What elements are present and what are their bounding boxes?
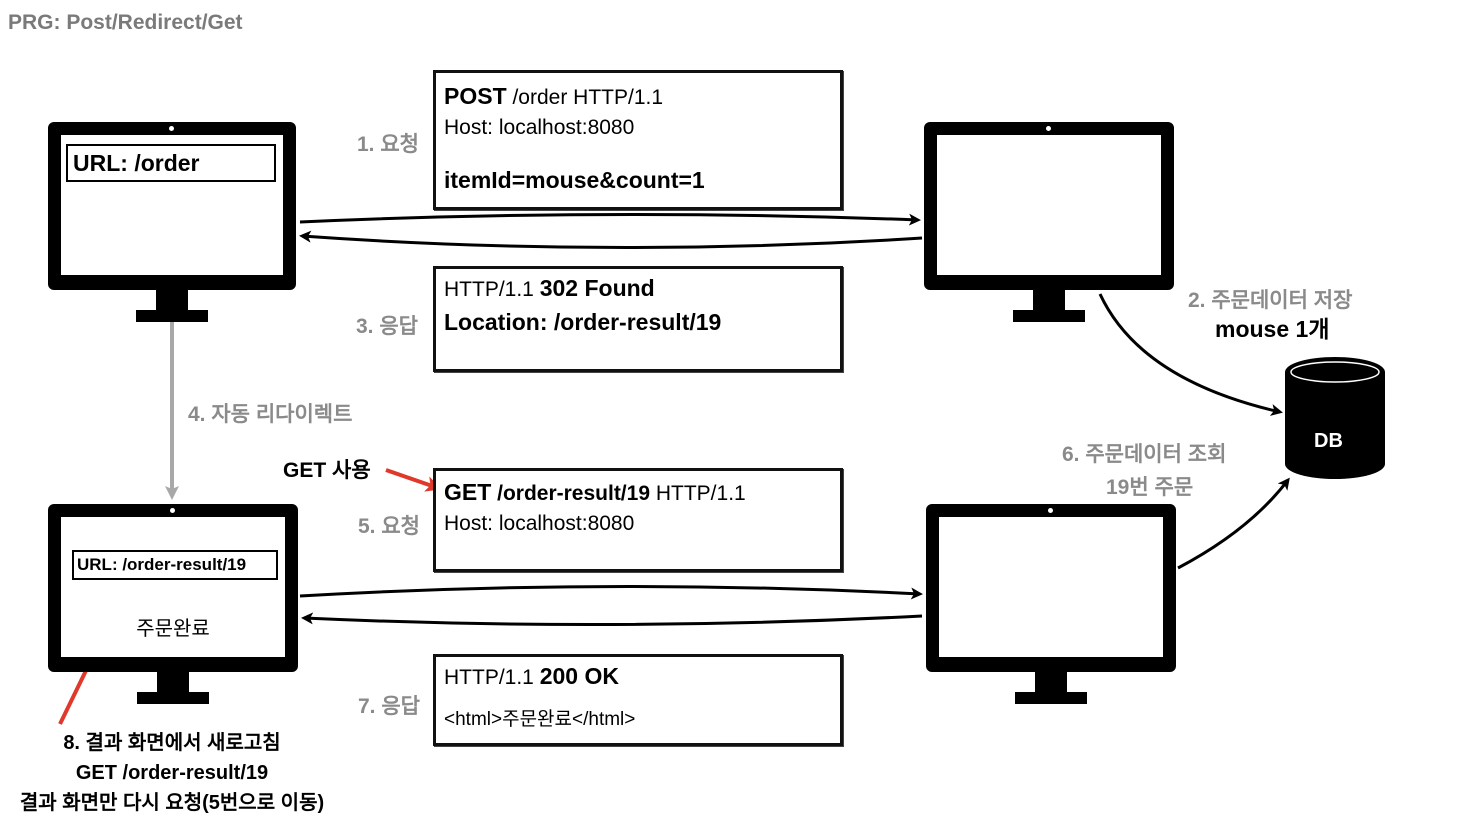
server-monitor-bottom xyxy=(926,504,1176,704)
post-path: /order HTTP/1.1 xyxy=(506,86,664,109)
step8-note: 8. 결과 화면에서 새로고침 GET /order-result/19 결과 … xyxy=(0,728,344,818)
arrow-request-bottom xyxy=(299,584,923,600)
step2-detail: mouse 1개 xyxy=(1215,316,1330,342)
request-box-post: POST /order HTTP/1.1 Host: localhost:808… xyxy=(433,70,843,210)
response-200-status: 200 OK xyxy=(539,663,619,689)
step8-line1: 8. 결과 화면에서 새로고침 xyxy=(63,732,281,754)
server-monitor-top xyxy=(924,122,1174,322)
get-method: GET xyxy=(444,479,492,505)
get-path: /order-result/19 xyxy=(491,482,651,505)
step2-label: 2. 주문데이터 저장 xyxy=(1188,289,1353,312)
response-302-location: Location: /order-result/19 xyxy=(444,309,722,335)
arrow-get-callout xyxy=(385,468,442,492)
db-label: DB xyxy=(1314,430,1343,452)
response-box-302: HTTP/1.1 302 Found Location: /order-resu… xyxy=(433,266,843,372)
url-bar-bottom: URL: /order-result/19 xyxy=(72,550,278,580)
step6-label: 6. 주문데이터 조회 xyxy=(1062,443,1227,466)
arrow-response-top xyxy=(299,230,923,250)
diagram-title: PRG: Post/Redirect/Get xyxy=(8,11,243,34)
step3-label: 3. 응답 xyxy=(356,315,418,338)
post-host: Host: localhost:8080 xyxy=(444,116,635,139)
arrow-save-db xyxy=(1098,293,1283,416)
step7-label: 7. 응답 xyxy=(358,695,420,718)
post-body: itemId=mouse&count=1 xyxy=(444,167,705,193)
step1-label: 1. 요청 xyxy=(357,133,419,156)
order-complete-text: 주문완료 xyxy=(136,618,210,640)
step6-detail: 19번 주문 xyxy=(1106,476,1194,499)
get-proto: HTTP/1.1 xyxy=(650,482,746,505)
client-monitor-bottom: URL: /order-result/19 주문완료 xyxy=(48,504,298,704)
step4-label: 4. 자동 리다이렉트 xyxy=(188,403,353,426)
get-host: Host: localhost:8080 xyxy=(444,512,635,535)
response-200-body: <html>주문완료</html> xyxy=(444,709,636,730)
step8-line2: GET /order-result/19 xyxy=(75,762,269,784)
post-method: POST xyxy=(444,83,507,109)
url-bar-top: URL: /order xyxy=(66,144,276,182)
response-302-proto: HTTP/1.1 xyxy=(444,278,540,301)
arrow-response-bottom xyxy=(301,612,923,627)
response-302-status: 302 Found xyxy=(539,275,655,301)
response-200-proto: HTTP/1.1 xyxy=(444,666,540,689)
arrow-query-db xyxy=(1177,477,1290,570)
response-box-200: HTTP/1.1 200 OK <html>주문완료</html> xyxy=(433,654,843,746)
step5-label: 5. 요청 xyxy=(358,515,420,538)
request-box-get: GET /order-result/19 HTTP/1.1 Host: loca… xyxy=(433,468,843,572)
get-callout-label: GET 사용 xyxy=(283,459,371,482)
step8-line3: 결과 화면만 다시 요청(5번으로 이동) xyxy=(19,792,325,814)
arrow-request-top xyxy=(299,212,921,226)
database-cylinder xyxy=(1285,357,1385,479)
client-monitor-top: URL: /order xyxy=(48,122,296,322)
